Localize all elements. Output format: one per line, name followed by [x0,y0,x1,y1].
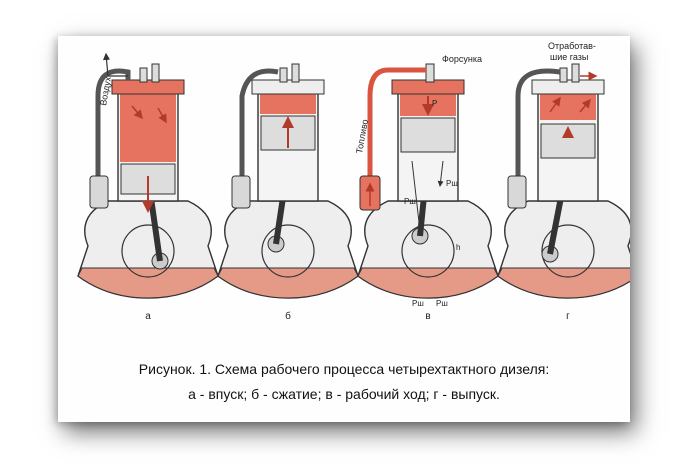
exhaust-pipe [515,68,561,176]
cylinder-head [531,79,605,95]
exhaust-label: Отработав- [548,41,596,51]
engine-stage-exhaust: Отработав- шие газы г [497,41,630,322]
air-intake-pipe [95,68,131,176]
oil-sump [77,267,219,299]
engine-stage-power: Форсунка Топливо P Pш Pш h Pш Pш в [354,54,499,322]
stage-letter: в [425,311,430,322]
intake-pipe [239,68,279,176]
force-label: Pш [412,299,424,308]
fuel-pump [89,175,109,209]
gas-chamber [120,92,176,162]
diesel-cycle-diagram: Воздух а б [77,41,630,322]
gas-chamber [260,92,316,114]
stage-letter: г [566,311,570,322]
crankshaft [261,224,315,278]
crankshaft [401,224,455,278]
crankshaft [541,224,595,278]
figure-card: Воздух а б [58,36,630,422]
stage-letter: а [145,311,151,322]
force-label: Pш [404,197,416,206]
fuel-pump [507,175,527,209]
engine-stage-intake: Воздух а [77,52,219,322]
figure-legend: а - впуск; б - сжатие; в - рабочий ход; … [188,386,500,402]
piston [400,117,456,153]
oil-sump [357,267,499,299]
injector [425,63,435,83]
gas-chamber [540,92,596,120]
cylinder-head [111,79,185,95]
crank-radius-label: h [456,243,460,252]
figure-caption: Рисунок. 1. Схема рабочего процесса четы… [138,361,550,377]
exhaust-label: шие газы [550,52,588,62]
fuel-line [367,67,426,176]
crankshaft [121,224,175,278]
force-label: Pш [436,299,448,308]
fuel-pump [231,175,251,209]
stage-letter: б [285,310,291,322]
oil-sump [497,267,630,299]
cylinder-head [251,79,325,95]
force-label: Pш [446,179,458,188]
oil-sump [217,267,359,299]
injector-label: Форсунка [442,54,482,64]
engine-stage-compression: б [217,63,359,322]
gas-pressure-label: P [432,99,437,108]
